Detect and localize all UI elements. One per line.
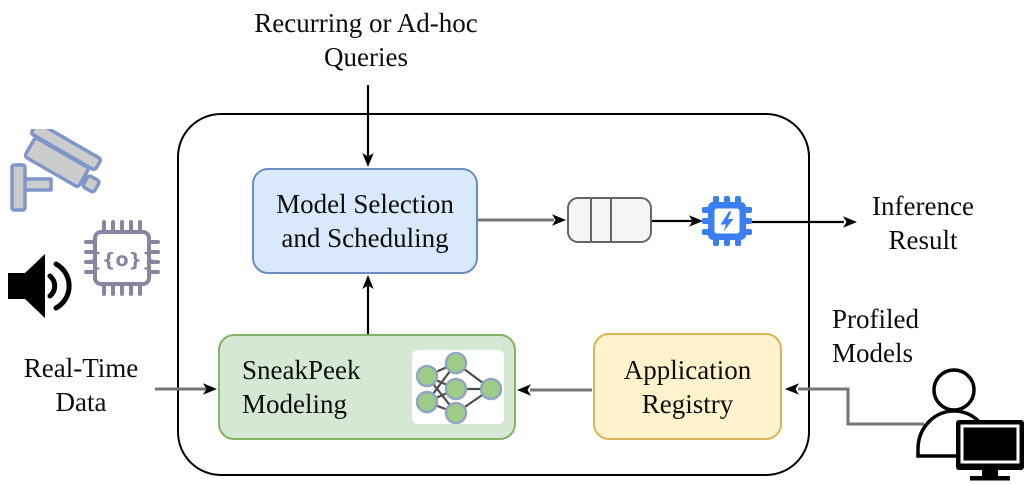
profiled-models-line1: Profiled: [832, 304, 919, 334]
real-time-data-line2: Data: [55, 387, 107, 417]
recurring-queries-label: Recurring or Ad-hoc Queries: [206, 6, 526, 74]
arrow-sneakpeek-to-model-selection: [362, 275, 374, 334]
model-selection-box: Model Selection and Scheduling: [252, 168, 478, 274]
inference-result-line1: Inference: [872, 191, 974, 221]
neural-network-icon: [412, 350, 504, 424]
real-time-data-label: Real-Time Data: [8, 351, 154, 419]
person-computer-icon: [916, 368, 1024, 481]
arrow-profiled-models-to-registry: [785, 383, 924, 426]
queue-icon: [567, 197, 652, 243]
profiled-models-label: Profiled Models: [832, 302, 982, 370]
recurring-queries-line1: Recurring or Ad-hoc: [254, 8, 478, 38]
real-time-data-line1: Real-Time: [23, 353, 139, 383]
queue-divider: [590, 199, 593, 241]
application-registry-line2: Registry: [641, 388, 734, 419]
sneakpeek-line1: SneakPeek: [242, 355, 361, 385]
arrow-queries-to-model-selection: [362, 85, 374, 167]
arrow-accelerator-to-inference-result: [751, 216, 857, 228]
model-selection-line1: Model Selection: [276, 189, 454, 219]
sensor-chip-glyph: {{o}}: [88, 249, 155, 271]
queue-divider: [610, 199, 613, 241]
sensor-chip-icon: {{o}}: [84, 220, 160, 296]
sneakpeek-box: SneakPeek Modeling: [218, 334, 516, 440]
speaker-icon: [8, 254, 72, 318]
application-registry-line1: Application: [623, 354, 752, 385]
application-registry-box: Application Registry: [593, 333, 782, 440]
sneakpeek-line2: Modeling: [242, 389, 347, 419]
recurring-queries-line2: Queries: [324, 42, 408, 72]
system-boundary-box: [177, 113, 810, 476]
accelerator-chip-icon: [702, 196, 752, 246]
sneakpeek-label: SneakPeek Modeling: [220, 353, 410, 421]
arrow-registry-to-sneakpeek: [517, 384, 592, 396]
arrow-queue-to-accelerator: [652, 215, 703, 227]
inference-result-line2: Result: [888, 225, 958, 255]
model-selection-line2: and Scheduling: [281, 223, 449, 253]
inference-result-label: Inference Result: [856, 189, 990, 257]
arrow-model-selection-to-queue: [478, 214, 566, 226]
arrow-realtime-data-to-sneakpeek: [155, 383, 217, 395]
profiled-models-line2: Models: [832, 338, 913, 368]
cctv-camera-icon: [10, 129, 102, 212]
